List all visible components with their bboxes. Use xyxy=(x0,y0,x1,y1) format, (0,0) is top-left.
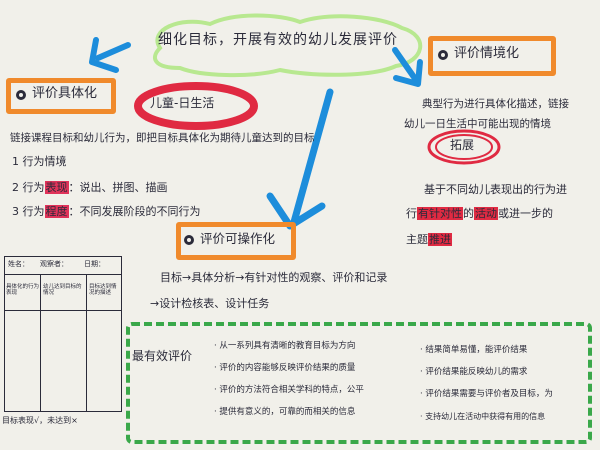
table-col-header-2: 幼儿达到目标的情况 xyxy=(43,284,82,297)
section4-right-item-3: · 评价结果需要与评价者及目标，为 xyxy=(420,389,553,399)
section4-heading: 最有效评价 xyxy=(132,349,193,363)
section3-heading-box xyxy=(176,222,296,260)
section4-left-item-4: · 提供有意义的，可靠的而相关的信息 xyxy=(214,407,356,417)
section2-bullet xyxy=(438,50,448,60)
section4-left-item-2: · 评价的内容能够反映评价结果的质量 xyxy=(214,363,356,373)
section1-item-1: 1 行为情境 xyxy=(12,155,67,169)
section4-right-item-3-text: 评价结果需要与评价者及目标，为 xyxy=(425,389,553,399)
section1-item-1-label: 行为情境 xyxy=(22,155,67,168)
table-observer-label: 观察者： xyxy=(40,260,68,268)
section2-para-line2-b: 的 xyxy=(463,207,474,220)
table-col-header-1: 具体化的行为表现 xyxy=(6,284,40,297)
table-divider-h2 xyxy=(4,310,122,311)
section2-para-line2-a: 行 xyxy=(406,207,417,220)
table-footer-note: 目标表现√，未达到× xyxy=(2,416,78,425)
section4-right-item-2: · 评价结果能反映幼儿的需求 xyxy=(420,367,528,377)
section4-left-item-1-text: 从一系列具有清晰的教育目标为方向 xyxy=(219,341,356,351)
section4-left-item-2-text: 评价的内容能够反映评价结果的质量 xyxy=(219,363,356,373)
section1-tag-oval xyxy=(134,82,258,130)
section1-item-3-num: 3 xyxy=(12,205,19,218)
section1-item-3-label: 行为 xyxy=(22,205,45,218)
arrow-to-operable xyxy=(290,88,334,226)
table-col-header-3: 目标达到情况的描述 xyxy=(89,284,117,297)
section4-left-item-1: · 从一系列具有清晰的教育目标为方向 xyxy=(214,341,356,351)
table-divider-h1 xyxy=(4,274,122,275)
section1-item-3: 3 行为程度：不同发展阶段的不同行为 xyxy=(12,205,201,219)
section1-heading-box xyxy=(6,78,116,114)
table-divider-v2 xyxy=(86,274,87,412)
section1-item-2: 2 行为表现：说出、拼图、描画 xyxy=(12,181,168,195)
page-title: 细化目标，开展有效的幼儿发展评价 xyxy=(158,32,398,48)
section4-left-item-3-text: 评价的方法符合相关学科的特点，公平 xyxy=(219,385,364,395)
section1-bullet xyxy=(16,90,26,100)
section1-body: 链接课程目标和幼儿行为，即把目标具体化为期待儿童达到的目标 xyxy=(10,132,315,144)
section1-item-1-num: 1 xyxy=(12,155,19,168)
section2-circle-tag: 拓展 xyxy=(450,138,475,152)
section1-item-2-label: 行为 xyxy=(22,181,45,194)
section1-tag: 儿童-日生活 xyxy=(150,96,215,110)
section4-right-item-2-text: 评价结果能反映幼儿的需求 xyxy=(425,367,528,377)
section4-dashed-box xyxy=(126,322,592,444)
arrow-to-context xyxy=(392,47,419,83)
arrow-to-specific-head xyxy=(89,37,119,73)
arrow-to-specific xyxy=(95,42,131,61)
section3-line1: 目标→具体分析→有针对性的观察、评价和记录 xyxy=(160,271,388,284)
section2-para-line2-c: 或进一步的 xyxy=(498,207,553,220)
arrow-to-context-head xyxy=(393,59,423,87)
table-date-label: 日期： xyxy=(84,260,105,268)
section2-para-line2-highlight2: 活动 xyxy=(474,207,498,220)
section1-item-3-rest: ：不同发展阶段的不同行为 xyxy=(68,205,201,218)
section2-para-line2-highlight1: 有针对性 xyxy=(417,207,463,220)
section3-line2: →设计检核表、设计任务 xyxy=(150,297,270,310)
section2-heading: 评价情境化 xyxy=(454,46,520,61)
section4-left-item-3: · 评价的方法符合相关学科的特点，公平 xyxy=(214,385,364,395)
section2-para-line3-a: 主题 xyxy=(406,233,428,246)
section1-item-3-highlight: 程度 xyxy=(44,205,69,218)
section4-right-item-1: · 结果简单易懂，能评价结果 xyxy=(420,345,528,355)
section4-right-item-1-text: 结果简单易懂，能评价结果 xyxy=(425,345,528,355)
section4-right-item-4-text: 支持幼儿在活动中获得有用的信息 xyxy=(425,412,546,421)
section1-item-2-highlight: 表现 xyxy=(44,181,69,194)
section2-heading-box xyxy=(428,36,556,76)
section3-bullet xyxy=(184,235,194,245)
table-name-label: 姓名： xyxy=(8,260,29,268)
section2-para-line3: 主题推进 xyxy=(406,233,452,247)
table-divider-v1 xyxy=(40,274,41,412)
section3-heading: 评价可操作化 xyxy=(200,231,276,246)
section1-item-2-rest: ：说出、拼图、描画 xyxy=(68,181,168,194)
section4-left-item-4-text: 提供有意义的，可靠的而相关的信息 xyxy=(219,407,356,417)
section2-para-line3-highlight: 推进 xyxy=(428,233,452,246)
section2-para-line2: 行有针对性的活动或进一步的 xyxy=(406,207,553,221)
section1-item-2-num: 2 xyxy=(12,181,19,194)
section1-heading: 评价具体化 xyxy=(32,86,98,101)
section2-para-line1: 基于不同幼儿表现出的行为进 xyxy=(424,183,567,196)
checklist-table xyxy=(4,256,122,412)
section2-circle-outline xyxy=(427,129,501,165)
section2-body-line1: 典型行为进行具体化描述，链接 xyxy=(422,98,569,110)
section4-right-item-4: · 支持幼儿在活动中获得有用的信息 xyxy=(420,412,546,421)
section2-body-line2: 幼儿一日生活中可能出现的情境 xyxy=(404,118,551,130)
title-cloud-outline xyxy=(153,13,423,78)
